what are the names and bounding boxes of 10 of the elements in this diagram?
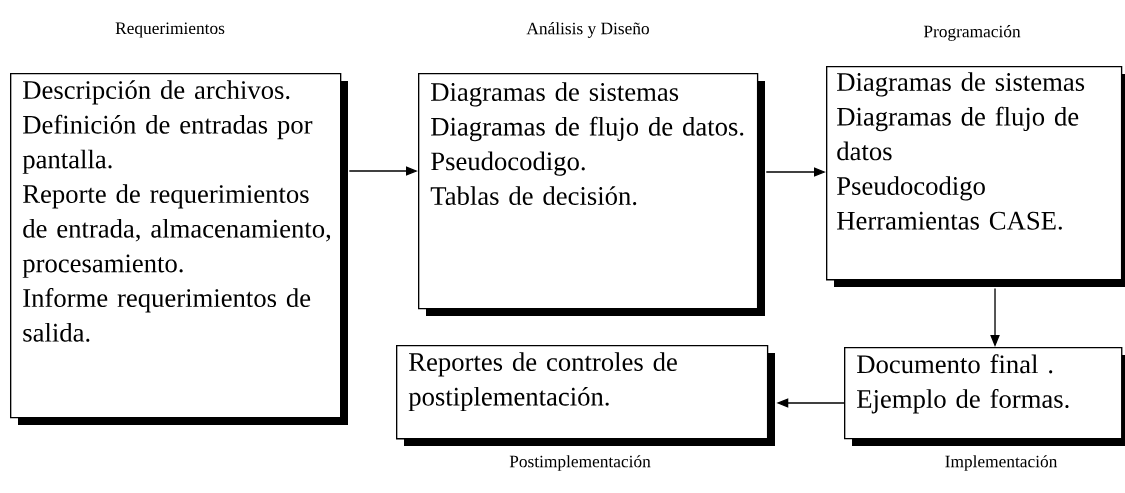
heading: Implementación: [945, 455, 1058, 471]
heading: Requerimientos: [115, 22, 225, 38]
process-box: Diagramas de sistemas Diagramas de flujo de datos. Pseudocodigo. Tablas de decisión.: [418, 73, 765, 316]
process-box: Diagramas de sistemas Diagramas de flujo de datos Pseudocodigo Herramientas CASE.: [826, 66, 1125, 287]
heading: Postimplementación: [509, 455, 651, 471]
process-box: Reportes de controles de postiplementación.: [396, 345, 775, 446]
heading: Programación: [923, 25, 1021, 41]
process-box: Descripción de archivos. Definición de entradas por pantalla. Reporte de requerimientos de entrada, almacenamiento, procesamiento. Informe requerimientos de salida.: [10, 73, 348, 425]
process-box: Documento final . Ejemplo de formas.: [844, 347, 1125, 446]
heading: Análisis y Diseño: [526, 22, 649, 38]
